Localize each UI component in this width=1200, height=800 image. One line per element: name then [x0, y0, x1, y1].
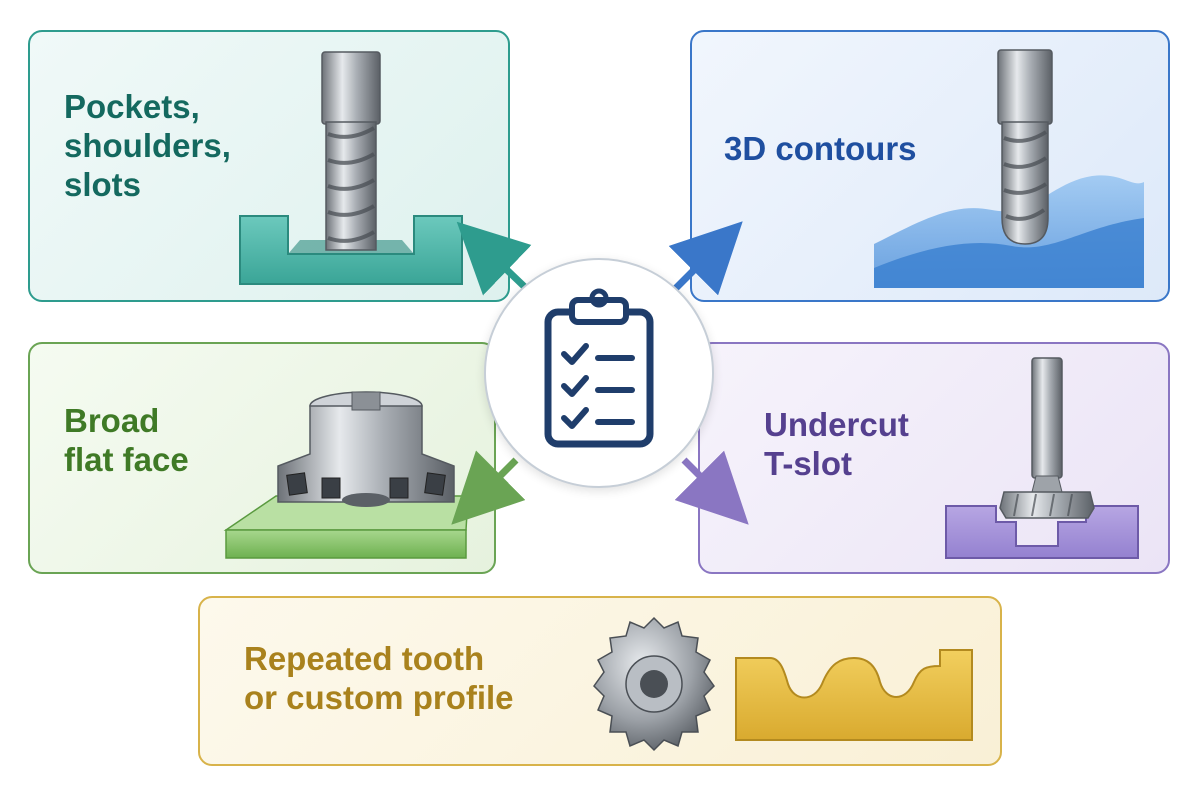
label-line: slots — [64, 165, 142, 203]
label-line: flat face — [64, 440, 189, 478]
label-line: 3D contours — [724, 130, 917, 167]
face-mill-on-plate-icon — [223, 391, 469, 559]
arrow-to-pockets — [456, 221, 533, 296]
card-3d-contours: 3D contours — [690, 30, 1170, 302]
card-label: Repeated tooth or custom profile — [244, 640, 514, 718]
card-label: Undercut T-slot — [764, 406, 909, 484]
card-broad-flat-face: Broad flat face — [28, 342, 496, 574]
label-line: Repeated tooth — [244, 640, 485, 677]
t-slot-cutter-icon — [945, 357, 1139, 559]
arrow-to-contours — [668, 221, 743, 296]
arrow-to-face — [451, 450, 526, 525]
arrow-to-undercut — [674, 450, 749, 525]
card-label: Broad flat face — [64, 402, 189, 480]
label-line: T-slot — [764, 444, 852, 482]
end-mill-in-slot-icon — [239, 51, 463, 285]
card-label: 3D contours — [724, 130, 917, 169]
label-line: or custom profile — [244, 678, 514, 716]
label-line: Broad — [64, 402, 160, 439]
card-undercut-t-slot: Undercut T-slot — [698, 342, 1170, 574]
label-line: shoulders, — [64, 126, 231, 164]
ball-end-mill-on-surface-icon — [874, 49, 1144, 288]
label-line: Undercut — [764, 406, 909, 443]
form-cutter-with-profile-icon — [593, 616, 973, 752]
card-label: Pockets, shoulders, slots — [64, 88, 231, 205]
card-pockets-shoulders-slots: Pockets, shoulders, slots — [28, 30, 510, 302]
card-repeated-tooth-profile: Repeated tooth or custom profile — [198, 596, 1002, 766]
central-hub — [484, 258, 714, 488]
label-line: Pockets, — [64, 88, 200, 125]
clipboard-checklist-icon — [544, 288, 654, 448]
